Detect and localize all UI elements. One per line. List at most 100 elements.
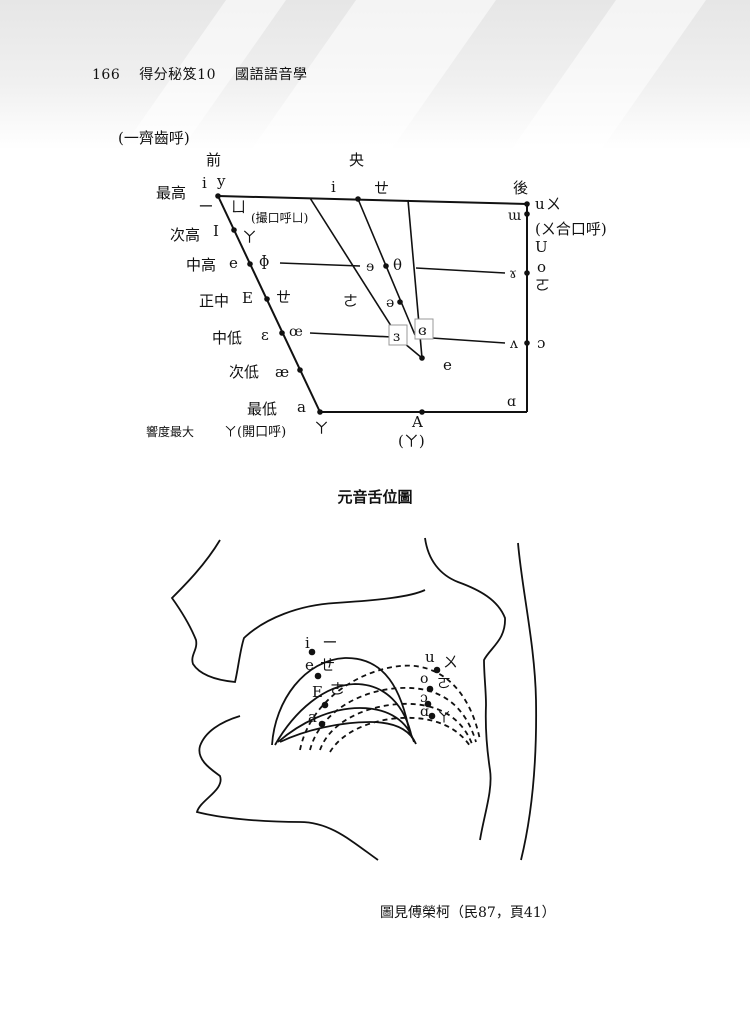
label-schwa-r: ɘ (366, 259, 374, 275)
point-A (419, 409, 425, 415)
tongue-point-E (321, 701, 329, 709)
label-oe: œ (289, 324, 303, 340)
label-script-a: ɑ (507, 394, 516, 410)
point-central-e (419, 355, 425, 361)
label-closed-rev-epsilon: ɞ (418, 323, 427, 339)
mid-high-line-left (279, 262, 361, 267)
point-central-theta (383, 263, 389, 269)
point-I (231, 227, 237, 233)
tongue-curve-E (277, 707, 415, 743)
height-mid: 正中 (199, 292, 229, 310)
tongue-point-script-a (428, 712, 436, 720)
point-i (215, 193, 221, 199)
label-front-E: E (242, 289, 253, 307)
label-back-U: U (535, 238, 548, 256)
label-hekou: (ㄨ合口呼) (535, 220, 607, 238)
label-back-u: u (535, 195, 545, 213)
height-near-low: 次低 (229, 363, 259, 381)
label-kaikou: ㄚ(開口呼) (224, 425, 286, 440)
page-header: 166 得分秘笈10 國語語音學 (92, 64, 321, 84)
label-bopomofo-uo: ㄛ (535, 276, 550, 294)
mid-low-line-left (309, 332, 393, 338)
label-bottom-a: ㄚ (314, 419, 329, 437)
header-decoration (0, 0, 750, 150)
height-mid-low: 中低 (212, 329, 242, 347)
annotation-qichi: (一齊齒呼) (118, 129, 190, 147)
label-rev-epsilon: ɜ (393, 329, 400, 345)
figure-title: 元音舌位圖 (337, 488, 413, 506)
label-bopomofo-wu: ㄨ (546, 195, 561, 213)
tongue-label-zh: ㄜ (330, 680, 345, 698)
label-schwa: ə (386, 295, 394, 311)
figure-caption: 圖見傅榮柯（民87，頁41） (380, 905, 556, 921)
mid-high-line-right (415, 267, 506, 274)
label-turned-m: ɯ (508, 208, 521, 224)
height-near-high: 次高 (170, 226, 200, 244)
tongue-label-wu: ㄨ (443, 653, 458, 671)
column-back: 後 (513, 179, 528, 197)
point-turned-m (524, 211, 530, 217)
height-mid-high: 中高 (186, 256, 216, 274)
epiglottis-outline (479, 704, 492, 841)
tongue-label-open-o: ɔ (420, 690, 428, 706)
chart-top-edge (217, 195, 528, 205)
label-bopomofo-yi: ㄧ (198, 197, 214, 216)
tongue-point-o (426, 685, 434, 693)
tongue-label-i: i (305, 634, 310, 652)
tongue-label-ya: ㄚ (437, 710, 451, 726)
tongue-label-a: a (308, 708, 317, 726)
height-highest: 最高 (156, 184, 186, 202)
ray-line-1 (309, 197, 401, 341)
point-central-schwa (397, 299, 403, 305)
tongue-curve-e (274, 683, 413, 746)
mid-low-line-right (431, 337, 506, 344)
point-central-i (355, 196, 361, 202)
label-phi: ɸ (259, 252, 269, 270)
label-central-i: i (331, 178, 336, 196)
tongue-point-i (308, 648, 316, 656)
column-central: 央 (349, 151, 364, 169)
upper-jaw-outline (170, 539, 426, 683)
tongue-label-uo: ㄛ (437, 676, 451, 692)
label-front-I: I (213, 222, 219, 240)
tongue-label-u: u (425, 648, 435, 666)
label-central-e: e (443, 356, 452, 374)
label-A-note: (ㄚ) (398, 432, 425, 450)
label-front-y: y (216, 172, 226, 190)
point-open-o (524, 340, 530, 346)
point-o (524, 270, 530, 276)
column-front: 前 (206, 151, 221, 169)
point-eps (279, 330, 285, 336)
label-theta: θ (393, 256, 402, 274)
point-a (317, 409, 323, 415)
tongue-point-open-o (424, 700, 432, 708)
book-title: 得分秘笈10 (139, 67, 217, 83)
tongue-curve-i (271, 657, 411, 746)
label-rams-horn: ɤ (509, 266, 517, 282)
label-wedge: ʌ (509, 336, 518, 352)
chapter-title: 國語語音學 (234, 67, 308, 83)
tongue-curve-u (299, 664, 481, 751)
label-bopomofo-e: ㄝ (276, 288, 291, 306)
label-back-o: o (537, 258, 546, 276)
tongue-point-u (433, 666, 441, 674)
tongue-label-e: e (305, 656, 314, 674)
tongue-curve-script-a (329, 716, 471, 753)
sonority-label: 響度最大 (146, 424, 194, 439)
tongue-label-yi: ㄧ (322, 633, 338, 652)
point-u (524, 201, 530, 207)
label-front-a: a (297, 398, 306, 416)
height-lowest: 最低 (247, 400, 277, 418)
point-ae (297, 367, 303, 373)
label-bopomofo-yu: ㄩ (231, 198, 246, 216)
palate-outline (424, 537, 506, 706)
tongue-point-e (314, 672, 322, 680)
label-epsilon: ɛ (261, 326, 269, 344)
label-cuokou: (撮口呼ㄩ) (251, 211, 308, 225)
point-e (247, 261, 253, 267)
label-front-i: i (202, 174, 207, 192)
tongue-label-script-a: ɑ (420, 704, 429, 720)
label-central-ie: ㄝ (374, 179, 389, 197)
label-front-e: e (229, 254, 238, 272)
